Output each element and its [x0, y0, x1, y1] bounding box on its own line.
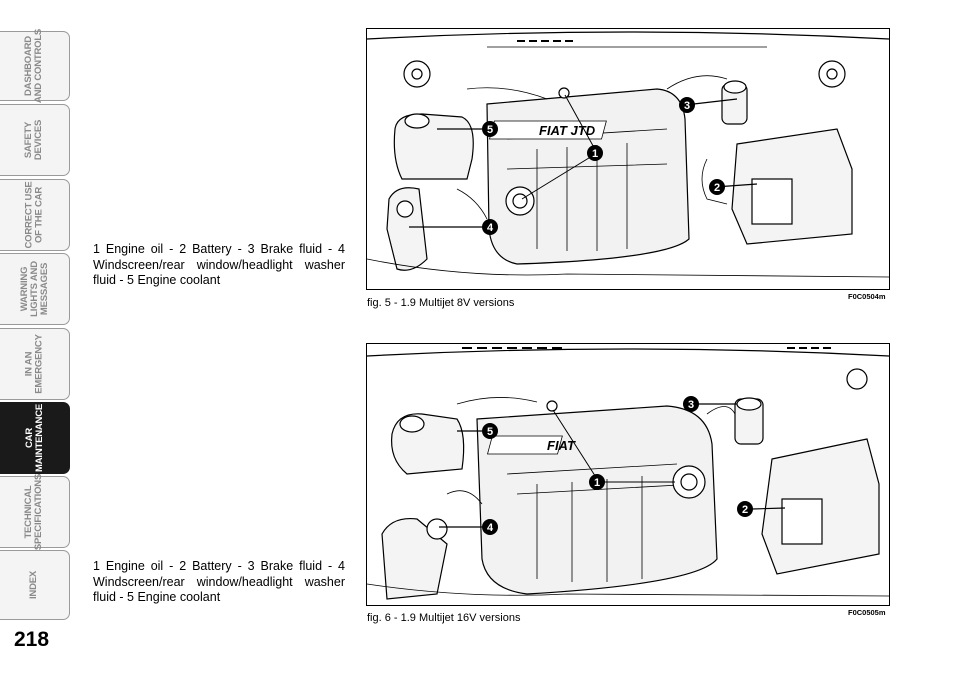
side-tab-label: WARNING LIGHTS AND MESSAGES	[18, 261, 50, 317]
svg-text:3: 3	[684, 100, 690, 112]
svg-text:2: 2	[742, 504, 748, 516]
svg-text:3: 3	[688, 399, 694, 411]
svg-text:5: 5	[487, 124, 493, 136]
figure2-caption: fig. 6 - 1.9 Multijet 16V versions	[367, 612, 521, 624]
svg-text:2: 2	[714, 182, 720, 194]
side-tab-index[interactable]: INDEX	[0, 550, 70, 620]
fiat-badge: FIAT	[547, 438, 576, 453]
side-tab-correct-use[interactable]: CORRECT USE OF THE CAR	[0, 179, 70, 251]
page-number: 218	[14, 628, 50, 651]
side-tab-label: SAFETY DEVICES	[23, 119, 45, 161]
callout-3: 3	[683, 396, 699, 412]
callout-5: 5	[482, 121, 498, 137]
engine-bay-illustration-16v: FIAT 1 2 3 4 5	[366, 343, 890, 606]
side-tab-label: CAR MAINTENANCE	[23, 404, 45, 472]
side-tab-car-maintenance[interactable]: CAR MAINTENANCE	[0, 402, 70, 474]
side-tab-dashboard[interactable]: DASHBOARD AND CONTROLS	[0, 28, 70, 104]
side-tab-technical-specifications[interactable]: TECHNICAL SPECIFICATIONS	[0, 473, 70, 551]
side-tab-label: TECHNICAL SPECIFICATIONS	[23, 473, 45, 551]
callout-3: 3	[679, 97, 695, 113]
callout-2: 2	[737, 501, 753, 517]
callout-2: 2	[709, 179, 725, 195]
side-tab-label: DASHBOARD AND CONTROLS	[23, 28, 45, 104]
engine-bay-illustration-8v: FIAT JTD 1 2 3 4 5	[366, 28, 890, 290]
side-tab-label: IN AN EMERGENCY	[23, 334, 45, 394]
svg-text:4: 4	[487, 522, 494, 534]
callout-4: 4	[482, 519, 498, 535]
fiat-jtd-badge: FIAT JTD	[539, 123, 596, 138]
side-tab-warning-lights[interactable]: WARNING LIGHTS AND MESSAGES	[0, 253, 70, 325]
svg-text:4: 4	[487, 222, 494, 234]
svg-text:1: 1	[592, 148, 598, 160]
figure1-legend: 1 Engine oil - 2 Battery - 3 Brake fluid…	[93, 242, 345, 287]
callout-5: 5	[482, 423, 498, 439]
side-tab-safety[interactable]: SAFETY DEVICES	[0, 104, 70, 176]
side-tab-label: CORRECT USE OF THE CAR	[23, 181, 45, 249]
figure2-legend: 1 Engine oil - 2 Battery - 3 Brake fluid…	[93, 559, 345, 604]
figure1-caption: fig. 5 - 1.9 Multijet 8V versions	[367, 297, 515, 309]
svg-text:5: 5	[487, 426, 493, 438]
figure2-code: F0C0505m	[848, 608, 886, 617]
callout-1: 1	[589, 474, 605, 490]
callout-4: 4	[482, 219, 498, 235]
callout-1: 1	[587, 145, 603, 161]
figure1-code: F0C0504m	[848, 292, 886, 301]
side-tab-label: INDEX	[28, 570, 40, 600]
svg-text:1: 1	[594, 477, 600, 489]
side-tab-emergency[interactable]: IN AN EMERGENCY	[0, 328, 70, 400]
